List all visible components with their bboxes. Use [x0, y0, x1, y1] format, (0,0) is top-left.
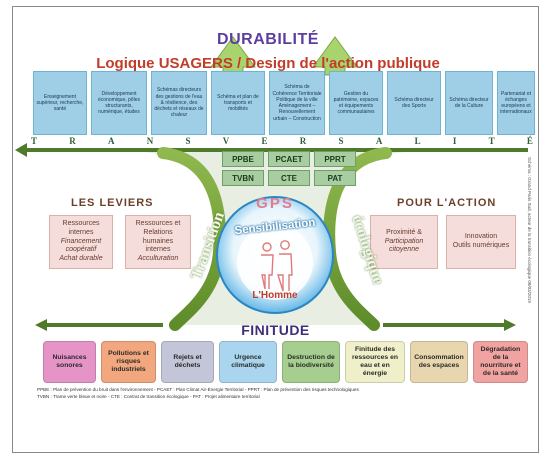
column-box: Développement économique, pôles structur…	[91, 71, 147, 135]
action-line: Proximité &	[386, 228, 422, 236]
homme-label: L'Homme	[252, 290, 298, 301]
bottom-box: Urgence climatique	[219, 341, 277, 383]
transversalite-bar	[23, 148, 528, 152]
column-box: Gestion du patrimoine, espaces et équipe…	[329, 71, 383, 135]
levier-line-italic: coopératif	[65, 246, 97, 254]
action-line: Innovation	[464, 233, 498, 241]
transversalite-letter: R	[69, 136, 76, 146]
transversalite-letter: E	[261, 136, 268, 146]
finitude-title: FINITUDE	[241, 322, 310, 338]
transversalite-letter: A	[108, 136, 115, 146]
transversalite-letter: I	[452, 136, 457, 146]
transversalite-letter: R	[299, 136, 307, 146]
column-box: Enseignement supérieur, recherche, santé	[33, 71, 87, 135]
levier-line: Ressources	[62, 220, 100, 228]
transversalite-letter: A	[375, 136, 383, 146]
transversalite-letter: S	[338, 136, 344, 146]
levier-line: Relations	[143, 228, 173, 236]
plan-badge-pat: PAT	[314, 170, 356, 186]
transversalite-letter: S	[185, 136, 191, 146]
transversalite-letter: L	[414, 136, 421, 146]
transversalite-letter: V	[222, 136, 230, 146]
action-line-italic: citoyenne	[389, 246, 419, 254]
right-base-arrow	[383, 319, 516, 331]
diagram-title: DURABILITÉ	[217, 31, 319, 48]
transversalite-letter: É	[526, 136, 533, 146]
people-icon	[261, 240, 293, 292]
action-line: Outils numériques	[452, 242, 510, 249]
left-arrow-head	[15, 143, 27, 157]
footnote-line-1: PPBE : Plan de prévention du bruit dans …	[37, 387, 359, 392]
transversalite-letter: N	[146, 136, 154, 146]
gps-label: GPS	[256, 195, 294, 212]
diagram-subtitle: Logique USAGERS / Design de l'action pub…	[96, 55, 440, 72]
leviers-title: LES LEVIERS	[71, 197, 154, 209]
bottom-box: Consommation des espaces	[410, 341, 468, 383]
levier-line: internes	[68, 228, 94, 236]
levier-line-italic: Achat durable	[59, 255, 103, 263]
plan-badge-pprt: PPRT	[314, 151, 356, 167]
plan-badge-pcaet: PCAET	[268, 151, 310, 167]
column-box: Schéma et plan de transports et mobilité…	[211, 71, 265, 135]
bottom-box: Pollutions et risques industriels	[101, 341, 156, 383]
bottom-box: Dégradation de la nourriture et de la sa…	[473, 341, 528, 383]
plan-badge-tvbn: TVBN	[222, 170, 264, 186]
levier-line-italic: Financement	[60, 237, 102, 245]
levier-box-rh: Ressources et Relations humaines interne…	[125, 215, 191, 269]
column-box: Schémas directeurs des gestions de l'eau…	[151, 71, 207, 135]
levier-line: internes	[145, 246, 171, 254]
column-box: Schéma directeur des Sports	[387, 71, 441, 135]
diagram-frame: DURABILITÉ Logique USAGERS / Design de l…	[12, 6, 539, 453]
bottom-box: Destruction de la biodiversité	[282, 341, 340, 383]
plan-badge-ppbe: PPBE	[222, 151, 264, 167]
action-box-innovation: Innovation Outils numériques	[446, 215, 516, 269]
plan-badge-cte: CTE	[268, 170, 310, 186]
column-box: Schéma directeur de la Culture	[445, 71, 493, 135]
action-title: POUR L'ACTION	[397, 197, 497, 209]
bottom-box: Nuisances sonores	[43, 341, 96, 383]
left-base-arrow	[35, 319, 163, 331]
levier-line: Ressources et	[135, 220, 181, 228]
footnote-line-2: TVBN : Trame verte bleue et noire - CTE …	[37, 394, 260, 399]
levier-line: humaines	[142, 237, 174, 245]
action-line-italic: Participation	[384, 237, 424, 245]
action-box-proximite: Proximité & Participation citoyenne	[370, 215, 438, 269]
diagram-canvas	[15, 36, 528, 331]
levier-line-italic: Acculturation	[137, 255, 179, 263]
transversalite-letter: T	[488, 136, 495, 146]
column-box: Schéma de Cohérence Territoriale Politiq…	[269, 71, 325, 135]
transversalite-letter: T	[31, 136, 38, 146]
column-box: Partenariat et échanges européens et int…	[497, 71, 535, 135]
side-credit: Schéma : Grand Paris Sud, acteur de la t…	[527, 157, 532, 303]
inner-circle	[237, 224, 313, 300]
transversalite-label: T R A N S V E R S A L I T É	[31, 136, 533, 149]
levier-box-ressources: Ressources internes Financement coopérat…	[49, 215, 113, 269]
bottom-box: Rejets et déchets	[161, 341, 214, 383]
bottom-box: Finitude des ressources en eau et en éne…	[345, 341, 405, 383]
